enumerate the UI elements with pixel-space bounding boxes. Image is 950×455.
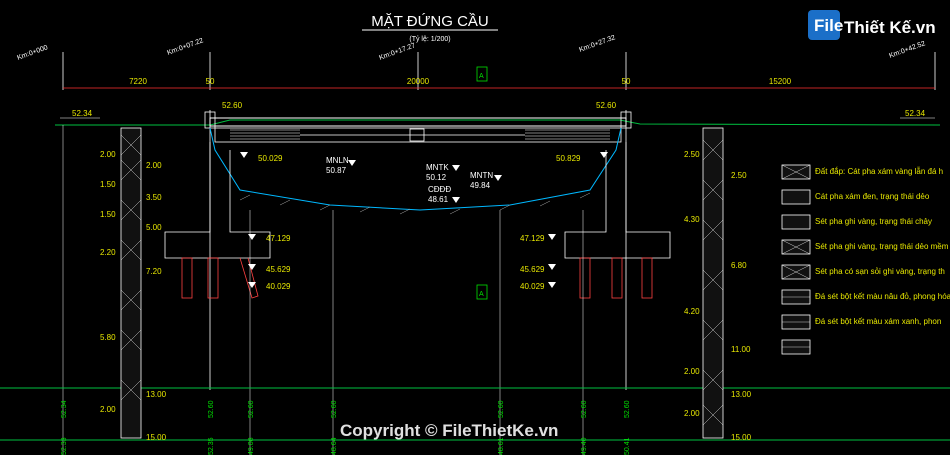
right-cum-4: 15.00 [731, 433, 752, 442]
drawing-title: MẶT ĐỨNG CẦU [371, 13, 489, 30]
svg-text:52.60: 52.60 [498, 400, 505, 418]
left-cum-4: 13.00 [146, 390, 167, 399]
pier-level-left-1: 47.129 [266, 234, 291, 243]
left-depth-3: 2.20 [100, 248, 116, 257]
left-cum-1: 3.50 [146, 193, 162, 202]
left-abutment [164, 142, 271, 299]
legend-4: Sét pha có sạn sỏi ghi vàng, trạng th [815, 267, 945, 276]
span-2: 20000 [407, 77, 430, 86]
soil-legend [781, 164, 811, 355]
right-cum-3: 13.00 [731, 390, 752, 399]
left-cum-2: 5.00 [146, 223, 162, 232]
pier-level-left-2: 45.629 [266, 265, 291, 274]
elev-top-0: 52.34 [72, 109, 93, 118]
svg-text:52.60: 52.60 [331, 400, 338, 418]
copyright-watermark: Copyright © FileThietKe.vn [340, 421, 559, 440]
svg-text:49.40: 49.40 [581, 437, 588, 455]
right-depth-1: 4.30 [684, 215, 700, 224]
wl-label-2: MNTN [470, 171, 493, 180]
svg-text:52.60: 52.60 [208, 400, 215, 418]
bottom-elevations: 52.34 52.60 52.60 52.60 52.60 52.60 52.6… [61, 400, 631, 455]
elev-top-1: 52.60 [222, 101, 243, 110]
pier-level-right-1: 47.129 [520, 234, 545, 243]
bridge-deck [204, 110, 632, 390]
right-depth-4: 2.00 [684, 409, 700, 418]
wl-value-1: 50.12 [426, 173, 447, 182]
wl-label-1: MNTK [426, 163, 449, 172]
svg-text:52.33: 52.33 [61, 437, 68, 455]
logo-rest-text: Thiết Kế.vn [844, 18, 936, 37]
right-cum-1: 6.80 [731, 261, 747, 270]
left-cum-5: 15.00 [146, 433, 167, 442]
legend-2: Sét pha ghi vàng, trạng thái chảy [815, 217, 932, 226]
left-depth-4: 5.80 [100, 333, 116, 342]
svg-text:52.60: 52.60 [624, 400, 631, 418]
right-depth-0: 2.50 [684, 150, 700, 159]
pier-level-right-2: 45.629 [520, 265, 545, 274]
drawing-scale: (Tỷ lệ: 1/200) [409, 36, 450, 43]
site-logo: File Thiết Kế.vn [808, 8, 948, 44]
left-depth-0: 2.00 [100, 150, 116, 159]
left-cum-3: 7.20 [146, 267, 162, 276]
right-depth-2: 4.20 [684, 307, 700, 316]
section-mark-top-label: A [479, 73, 484, 80]
left-depth-5: 2.00 [100, 405, 116, 414]
svg-text:52.35: 52.35 [208, 437, 215, 455]
section-mark-bottom-label: A [479, 291, 484, 298]
svg-text:48.61: 48.61 [498, 437, 505, 455]
span-1: 50 [206, 77, 215, 86]
station-label-2: Km:0+17.27 [378, 42, 416, 62]
pier-level-right-3: 40.029 [520, 282, 545, 291]
station-markers [62, 52, 936, 90]
left-cum-0: 2.00 [146, 161, 162, 170]
wl-value-0: 50.87 [326, 166, 347, 175]
span-3: 50 [622, 77, 631, 86]
station-label-0: Km:0+000 [16, 44, 49, 62]
right-cum-0: 2.50 [731, 171, 747, 180]
pier-level-left-3: 40.029 [266, 282, 291, 291]
span-0: 7220 [129, 77, 147, 86]
svg-text:48.64: 48.64 [331, 437, 338, 455]
left-depth-1: 1.50 [100, 180, 116, 189]
legend-5: Đá sét bột kết màu nâu đỏ, phong hóa [815, 292, 950, 301]
svg-text:52.60: 52.60 [248, 400, 255, 418]
wl-label-0: MNLN [326, 156, 349, 165]
left-depth-2: 1.50 [100, 210, 116, 219]
wl-value-3: 48.61 [428, 195, 449, 204]
right-cum-2: 11.00 [731, 345, 751, 354]
station-label-3: Km:0+27.32 [578, 34, 616, 54]
legend-1: Cát pha xám đen, trạng thái dẻo [815, 192, 930, 201]
legend-6: Đá sét bột kết màu xám xanh, phon [815, 317, 941, 326]
logo-file-text: File [814, 16, 844, 35]
station-verticals [62, 125, 584, 455]
wl-value-2: 49.84 [470, 181, 491, 190]
svg-text:50.41: 50.41 [624, 437, 631, 455]
riverbed-line [209, 127, 622, 211]
right-abutment [564, 142, 671, 299]
elev-top-2: 52.60 [596, 101, 617, 110]
svg-text:49.08: 49.08 [248, 437, 255, 455]
station-label-1: Km:0+07.22 [166, 37, 204, 57]
logo-badge [808, 10, 840, 40]
elev-top-3: 52.34 [905, 109, 926, 118]
svg-text:52.34: 52.34 [61, 400, 68, 418]
section-mark-top [476, 66, 488, 82]
legend-0: Đất đắp: Cát pha xám vàng lẫn đá h [815, 167, 943, 176]
wl-label-3: CĐĐĐ [428, 185, 451, 194]
legend-3: Sét pha ghi vàng, trạng thái dẻo mềm [815, 242, 949, 251]
water-levels: 50.029 MNLN 50.87 MNTK 50.12 MNTN 49.84 … [240, 152, 608, 204]
right-borehole [702, 127, 724, 439]
pier-level-right-0: 50.829 [556, 154, 581, 163]
left-borehole [120, 127, 142, 439]
svg-text:52.60: 52.60 [581, 400, 588, 418]
pier-level-left-0: 50.029 [258, 154, 283, 163]
span-4: 15200 [769, 77, 792, 86]
right-depth-3: 2.00 [684, 367, 700, 376]
section-mark-bottom [476, 284, 488, 300]
